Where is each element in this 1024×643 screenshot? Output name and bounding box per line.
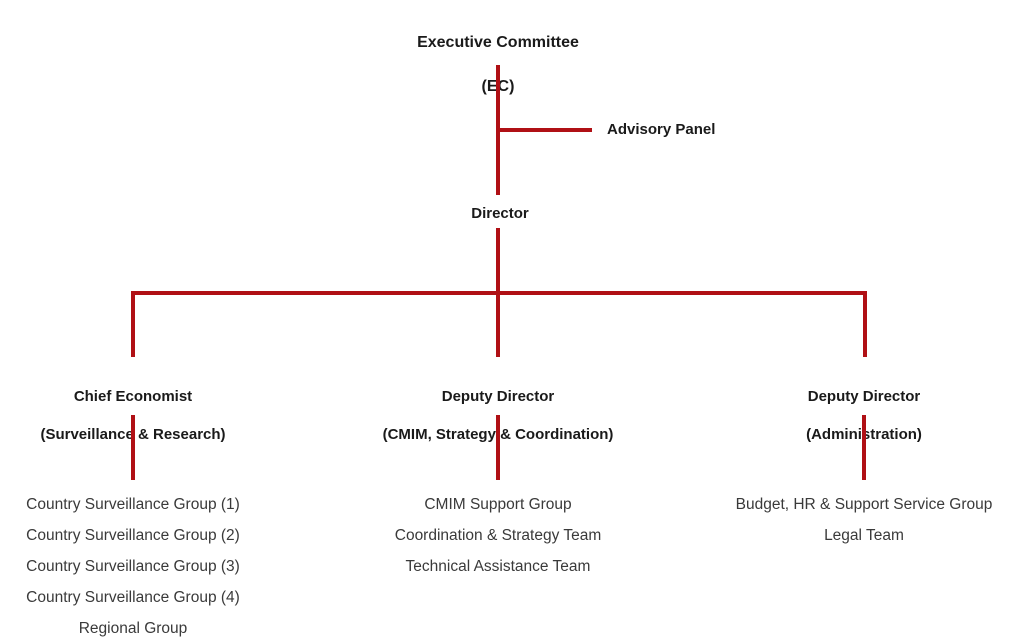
leaf-item: CMIM Support Group xyxy=(424,496,572,513)
leaf-list-cmim: CMIM Support Group Coordination & Strate… xyxy=(338,489,658,582)
connector-advisory-branch xyxy=(498,128,592,132)
leaf-item: Budget, HR & Support Service Group xyxy=(735,496,993,513)
leaf-item: Country Surveillance Group (4) xyxy=(26,589,240,606)
leaf-item: Country Surveillance Group (1) xyxy=(26,496,240,513)
node-advisory-panel: Advisory Panel xyxy=(607,121,716,138)
leaf-item: Regional Group xyxy=(78,620,188,637)
node-deputy-director-admin-title: Deputy Director xyxy=(807,388,921,405)
connector-drop-left xyxy=(131,291,135,357)
node-deputy-director-cmim: Deputy Director (CMIM, Strategy & Coordi… xyxy=(338,368,658,463)
leaf-item: Technical Assistance Team xyxy=(405,558,591,575)
connector-chief-economist-to-groups xyxy=(131,415,135,480)
node-executive-committee-label: Executive Committee xyxy=(417,34,579,51)
node-deputy-director-cmim-subtitle: (CMIM, Strategy & Coordination) xyxy=(382,426,614,443)
connector-drop-right xyxy=(863,291,867,357)
node-chief-economist: Chief Economist (Surveillance & Research… xyxy=(0,368,266,463)
node-deputy-director-cmim-title: Deputy Director xyxy=(441,388,555,405)
leaf-item: Country Surveillance Group (2) xyxy=(26,527,240,544)
leaf-list-admin: Budget, HR & Support Service Group Legal… xyxy=(714,489,1014,551)
leaf-list-surveillance: Country Surveillance Group (1) Country S… xyxy=(0,489,266,643)
leaf-item: Legal Team xyxy=(824,527,904,544)
connector-branch-splitter xyxy=(131,291,867,295)
node-executive-committee: Executive Committee (EC) xyxy=(348,10,648,120)
leaf-item: Country Surveillance Group (3) xyxy=(26,558,240,575)
node-chief-economist-title: Chief Economist xyxy=(73,388,193,405)
node-director: Director xyxy=(471,205,529,222)
connector-deputy-admin-to-groups xyxy=(862,415,866,480)
connector-deputy-cmim-to-groups xyxy=(496,415,500,480)
node-chief-economist-subtitle: (Surveillance & Research) xyxy=(40,426,226,443)
leaf-item: Coordination & Strategy Team xyxy=(394,527,602,544)
